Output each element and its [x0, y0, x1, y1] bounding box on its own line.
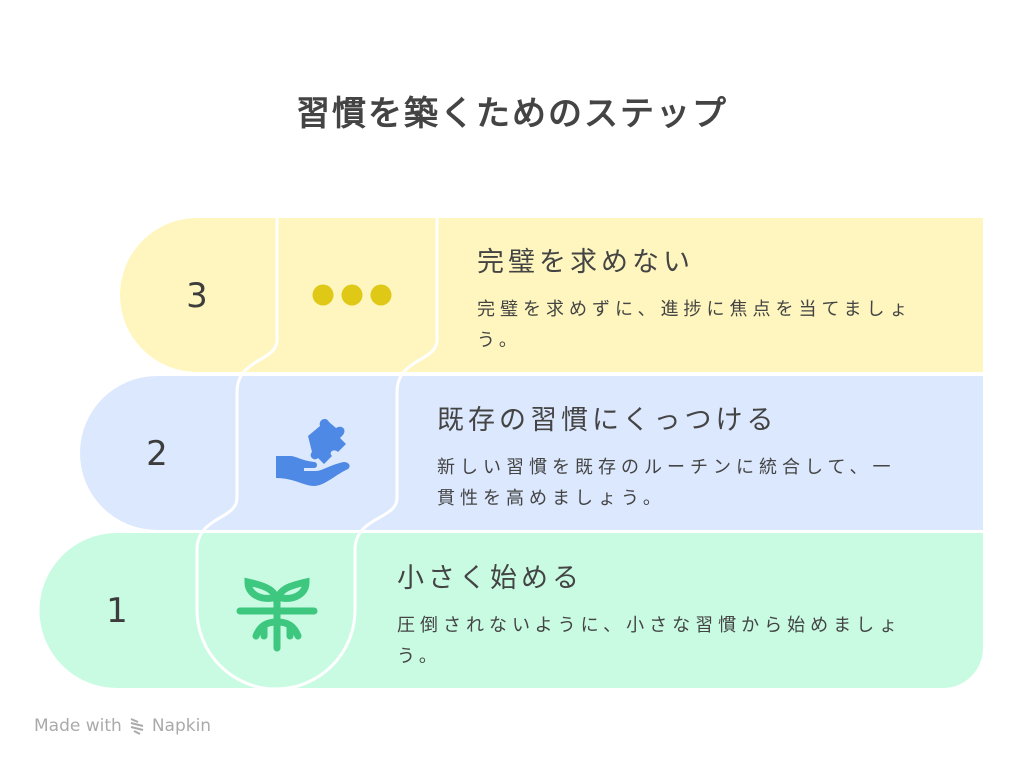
step-2-title: 既存の習慣にくっつける — [437, 405, 778, 436]
puzzle-hand-icon — [276, 419, 350, 486]
step-2-band — [80, 376, 983, 530]
ellipsis-icon — [312, 284, 392, 306]
step-3-number: 3 — [186, 276, 208, 316]
step-2-number: 2 — [146, 434, 168, 474]
page-title: 習慣を築くためのステップ — [296, 94, 728, 134]
step-1-title: 小さく始める — [397, 563, 583, 594]
made-with-napkin: Made with Napkin — [34, 716, 211, 736]
sprout-icon — [236, 577, 318, 652]
step-3-title: 完璧を求めない — [477, 247, 694, 278]
divider-lines — [195, 218, 439, 691]
step-1-number: 1 — [106, 591, 128, 631]
step-1-description: 圧倒されないように、小さな習慣から始めましょう。 — [397, 615, 903, 667]
step-2-description: 新しい習慣を既存のルーチンに統合して、一貫性を高めましょう。 — [437, 457, 896, 509]
napkin-brand: Napkin — [151, 716, 212, 736]
made-with-label: Made with — [34, 716, 122, 736]
step-3-band — [120, 218, 984, 372]
napkin-logo-icon — [130, 718, 144, 735]
step-3-description: 完璧を求めずに、進捗に焦点を当てましょう。 — [477, 299, 913, 351]
